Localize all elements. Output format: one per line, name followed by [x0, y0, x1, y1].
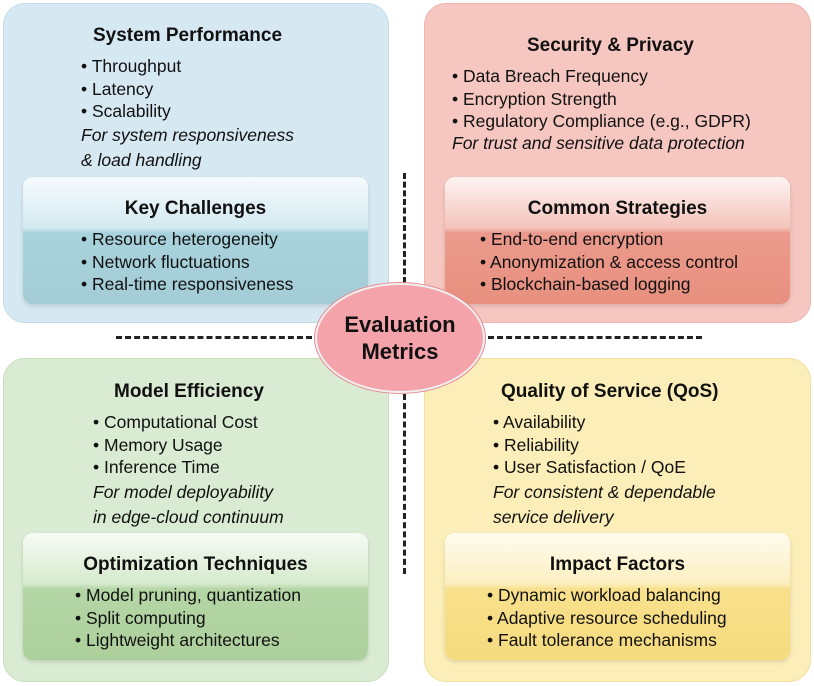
key-challenges-title: Key Challenges — [124, 198, 267, 219]
qos-title: Quality of Service (QoS) — [501, 381, 719, 402]
list-item: Lightweight architectures — [75, 629, 301, 652]
common-strategies-title: Common Strategies — [527, 198, 708, 219]
list-item: Availability — [493, 411, 686, 434]
security-privacy-note: For trust and sensitive data protection — [452, 133, 745, 153]
optimization-techniques-title: Optimization Techniques — [83, 554, 308, 575]
list-item: Throughput — [81, 55, 182, 78]
system-performance-list: Throughput Latency Scalability — [81, 55, 182, 123]
separator-top — [403, 173, 406, 283]
list-item: Resource heterogeneity — [81, 228, 293, 251]
model-efficiency-title: Model Efficiency — [114, 381, 264, 402]
list-item: Network fluctuations — [81, 251, 293, 274]
security-privacy-list: Data Breach Frequency Encryption Strengt… — [452, 65, 751, 133]
list-item: Adaptive resource scheduling — [487, 607, 727, 630]
model-efficiency-list: Computational Cost Memory Usage Inferenc… — [93, 411, 258, 479]
list-item: Reliability — [493, 434, 686, 457]
separator-bottom — [403, 394, 406, 574]
list-item: Anonymization & access control — [480, 251, 738, 274]
separator-left — [116, 336, 312, 339]
optimization-techniques-list: Model pruning, quantization Split comput… — [75, 584, 301, 652]
common-strategies-list: End-to-end encryption Anonymization & ac… — [480, 228, 738, 296]
list-item: Latency — [81, 78, 181, 101]
list-item: Encryption Strength — [452, 88, 751, 111]
key-challenges-box: Key Challenges Resource heterogeneity Ne… — [23, 177, 368, 304]
list-item: Regulatory Compliance (e.g., GDPR) — [452, 110, 751, 133]
key-challenges-list: Resource heterogeneity Network fluctuati… — [81, 228, 293, 296]
system-performance-title: System Performance — [93, 25, 283, 46]
list-item: User Satisfaction / QoE — [493, 456, 686, 479]
impact-factors-box: Impact Factors Dynamic workload balancin… — [445, 533, 790, 660]
separator-right — [488, 336, 702, 339]
common-strategies-box: Common Strategies End-to-end encryption … — [445, 177, 790, 304]
list-item: Scalability — [81, 100, 181, 123]
list-item: Computational Cost — [93, 411, 258, 434]
qos-note: For consistent & dependable service deli… — [493, 482, 716, 527]
impact-factors-title: Impact Factors — [549, 554, 686, 575]
list-item: Data Breach Frequency — [452, 65, 751, 88]
optimization-techniques-box: Optimization Techniques Model pruning, q… — [23, 533, 368, 660]
system-performance-note: For system responsiveness & load handlin… — [81, 125, 294, 170]
evaluation-metrics-hub: Evaluation Metrics — [315, 283, 485, 393]
security-privacy-title: Security & Privacy — [527, 35, 694, 56]
list-item: Dynamic workload balancing — [487, 584, 727, 607]
model-efficiency-note: For model deployability in edge-cloud co… — [93, 482, 284, 527]
list-item: Model pruning, quantization — [75, 584, 301, 607]
list-item: Blockchain-based logging — [480, 273, 738, 296]
list-item: Memory Usage — [93, 434, 258, 457]
list-item: Inference Time — [93, 456, 258, 479]
hub-label-line1: Evaluation — [344, 312, 456, 337]
hub-label-line2: Metrics — [361, 339, 439, 364]
list-item: Real-time responsiveness — [81, 273, 293, 296]
qos-list: Availability Reliability User Satisfacti… — [493, 411, 686, 479]
list-item: End-to-end encryption — [480, 228, 738, 251]
impact-factors-list: Dynamic workload balancing Adaptive reso… — [487, 584, 727, 652]
list-item: Fault tolerance mechanisms — [487, 629, 727, 652]
list-item: Split computing — [75, 607, 301, 630]
